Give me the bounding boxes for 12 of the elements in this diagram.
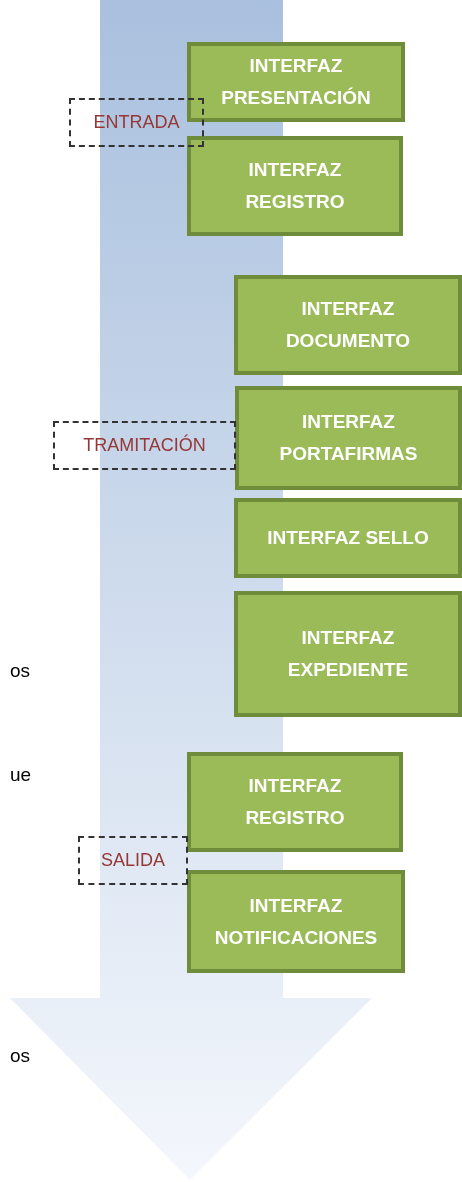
text-fragment: ue xyxy=(10,764,32,786)
process-box: INTERFAZ PORTAFIRMAS xyxy=(235,386,462,490)
text-fragment: os xyxy=(10,660,31,682)
process-box: INTERFAZ SELLO xyxy=(234,498,462,578)
process-box: INTERFAZ NOTIFICACIONES xyxy=(187,870,405,973)
process-box: INTERFAZ EXPEDIENTE xyxy=(234,591,462,717)
process-box: INTERFAZ REGISTRO xyxy=(187,136,403,236)
process-box: INTERFAZ PRESENTACIÓN xyxy=(187,42,405,122)
process-box: INTERFAZ REGISTRO xyxy=(187,752,403,852)
process-box: INTERFAZ DOCUMENTO xyxy=(234,275,462,375)
text-fragment: os xyxy=(10,1045,31,1067)
stage-box: TRAMITACIÓN xyxy=(53,421,236,470)
